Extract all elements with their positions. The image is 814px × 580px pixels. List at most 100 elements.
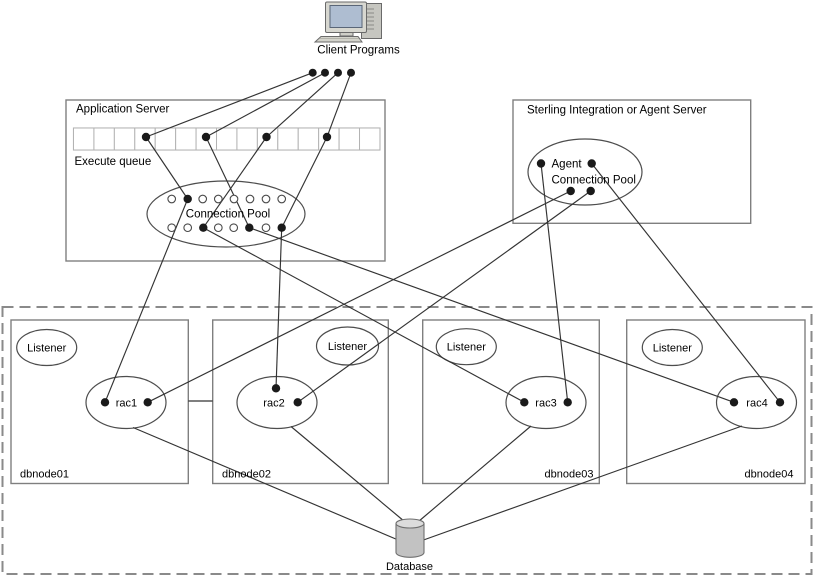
rac-endpoint-dots (100, 384, 785, 407)
rac4-dot (775, 398, 785, 407)
agent-pool-dot (586, 186, 595, 196)
agent-pool-label-line2: Connection Pool (552, 175, 636, 187)
edge-queue4-pool (281, 136, 328, 228)
dbnode04-listener-label: Listener (653, 343, 692, 355)
pool-open-slot (245, 194, 255, 204)
application-server-box (65, 99, 386, 262)
edge-pool-rac3 (203, 227, 525, 403)
rac1-dot (100, 398, 110, 407)
edge-pool-rac1 (104, 198, 189, 403)
rac-cluster-boundary (1, 306, 813, 575)
pool-busy-slot (199, 223, 208, 232)
rac1-label: rac1 (116, 397, 137, 409)
pool-open-slot (183, 223, 193, 233)
connection-pool-slots (167, 194, 287, 233)
edge-agentpool-rac4 (591, 163, 781, 403)
pool-open-slot (261, 194, 271, 204)
edge-pool-rac4 (249, 227, 735, 403)
client-dot (321, 68, 329, 77)
edge-rac2-database (290, 426, 405, 522)
pool-open-slot (229, 223, 239, 233)
queue-cell (338, 127, 361, 151)
agent-pool-dot (587, 159, 596, 168)
rac1-ellipse (85, 375, 167, 430)
pool-busy-slot (277, 223, 286, 232)
client-dot (334, 68, 342, 77)
execute-queue-label: Execute queue (75, 156, 152, 168)
rac4-dot (729, 398, 739, 407)
edge-queue3-pool (202, 136, 267, 229)
queue-cell (113, 127, 136, 151)
edge-rac4-database (423, 425, 743, 541)
edge-agentpool-rac2 (297, 190, 592, 403)
edge-client1-queue (145, 72, 313, 138)
queue-cell (154, 127, 177, 151)
monitor-stand (339, 32, 354, 37)
pool-open-slot (229, 194, 239, 204)
queue-dot (141, 132, 151, 142)
pool-open-slot (198, 194, 208, 204)
queue-cell (73, 127, 95, 151)
pool-open-slot (261, 223, 271, 233)
monitor-screen (329, 5, 363, 28)
queue-cell (277, 127, 299, 151)
rac3-label: rac3 (535, 397, 556, 409)
rac2-ellipse (236, 375, 318, 430)
cylinder-top (395, 518, 425, 529)
database-label: Database (386, 561, 433, 573)
application-server-title: Application Server (76, 104, 169, 116)
keyboard (313, 36, 363, 43)
agent-pool-dot (566, 186, 575, 196)
queue-slot-dots (141, 132, 332, 142)
edge-queue1-pool (145, 136, 189, 200)
edge-client3-queue (266, 72, 339, 138)
dbnode01-box (10, 319, 190, 485)
pool-open-slot (167, 223, 177, 233)
agent-server-box (512, 99, 752, 225)
edge-client2-queue (205, 72, 326, 138)
dbnode01-name: dbnode01 (20, 469, 69, 481)
client-dot (308, 68, 317, 77)
pool-open-slot (277, 194, 287, 204)
pool-open-slot (213, 194, 223, 204)
agent-server-rect (512, 99, 752, 225)
dbnode04-box (626, 319, 806, 485)
queue-cell (359, 127, 381, 151)
agent-pool-dot (536, 159, 546, 168)
rac2-dot (293, 398, 302, 407)
queue-cell (175, 127, 197, 151)
dbnode02-listener-label: Listener (328, 341, 367, 353)
execute-queue-cells (73, 127, 381, 151)
agent-pool-label-line1: Agent (552, 159, 583, 171)
queue-cell (216, 127, 238, 151)
edge-client4-queue (326, 72, 352, 138)
rac3-dot (563, 398, 572, 407)
queue-dot (262, 132, 271, 142)
edge-pool-rac2 (275, 227, 283, 389)
rac4-ellipse (715, 375, 798, 430)
queue-cell (236, 127, 258, 151)
queue-dot (201, 132, 211, 142)
connection-pool-label: Connection Pool (186, 209, 270, 221)
dbnode04-name: dbnode04 (745, 469, 794, 481)
pool-busy-slot (183, 194, 192, 204)
dbnode03-name: dbnode03 (545, 469, 594, 481)
connection-lines (104, 72, 781, 541)
client-dot (347, 68, 355, 77)
dbnode03-listener-label: Listener (447, 342, 486, 354)
dbnode01-listener-ellipse (16, 328, 78, 367)
desktop-computer-icon (313, 1, 382, 43)
dbnode04-listener-ellipse (641, 328, 703, 367)
client-programs-label: Client Programs (317, 45, 400, 57)
rac1-dot (143, 398, 152, 407)
agent-connection-pool-ellipse (527, 138, 643, 206)
edge-agentpool-rac1 (147, 190, 571, 403)
rac2-dot (271, 384, 281, 393)
cylinder-body (395, 523, 425, 558)
dbnode01-listener-label: Listener (27, 343, 66, 355)
edge-rac3-database (418, 425, 532, 522)
edge-queue2-pool (205, 136, 250, 228)
pool-open-slot (213, 223, 223, 233)
agent-pool-dots (536, 159, 596, 196)
queue-cell (93, 127, 115, 151)
